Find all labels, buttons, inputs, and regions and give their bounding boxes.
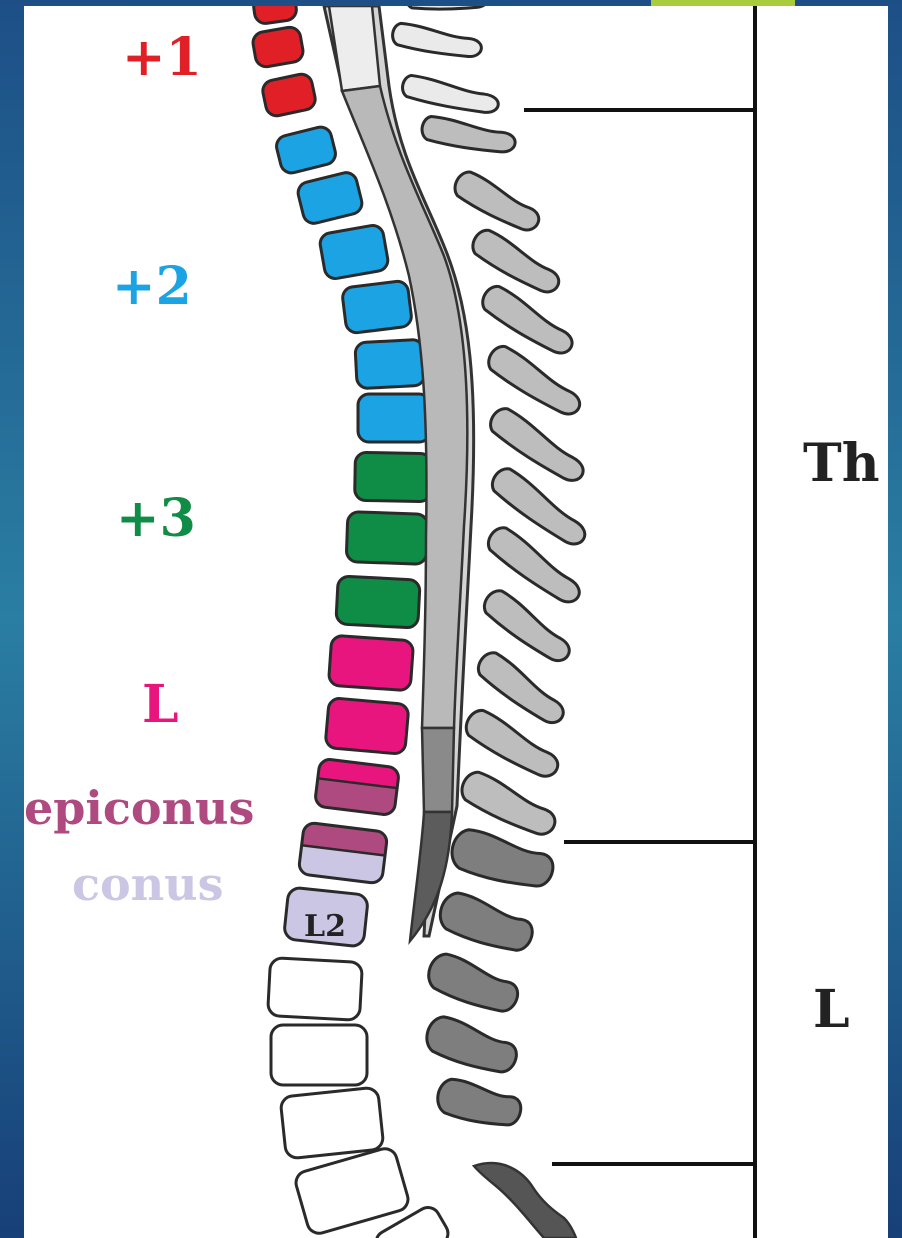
- spinous-process-6: [468, 226, 565, 299]
- spinous-process-7: [477, 282, 578, 360]
- label-conus: conus: [72, 861, 223, 907]
- vertebral-body-L3: [268, 958, 363, 1021]
- spinous-process-19: [422, 1013, 522, 1079]
- vertebral-body-magenta-1: [328, 635, 413, 691]
- vertebral-body-blue-3: [318, 224, 389, 280]
- spinous-process-2: [391, 22, 484, 61]
- vertebral-body-green-1: [355, 452, 432, 501]
- vertebral-body-blue-5: [355, 339, 425, 388]
- vertebral-bodies: [251, 6, 452, 1238]
- vertebral-body-green-2: [346, 512, 428, 565]
- sacrum: [474, 1163, 576, 1238]
- spinous-process-3: [400, 74, 500, 117]
- spinous-process-16: [447, 826, 557, 892]
- vertebral-body-L4: [271, 1025, 367, 1085]
- vertebral-body-red-2: [251, 26, 304, 69]
- region-bracket: [524, 6, 757, 1238]
- spinal-cord-cervical: [329, 6, 380, 91]
- label-epiconus: epiconus: [24, 785, 254, 831]
- vertebral-body-green-3: [336, 576, 420, 628]
- spinous-process-5: [450, 168, 545, 237]
- vertebral-body-magenta-2: [325, 698, 409, 755]
- vertebral-body-blue-4: [341, 280, 412, 334]
- spinous-process-1: [406, 6, 488, 9]
- label-plus1: +1: [122, 32, 202, 84]
- label-L2: L2: [304, 912, 346, 942]
- vertebral-body-blue-2: [296, 170, 364, 225]
- label-plus3: +3: [116, 493, 196, 545]
- label-plus2: +2: [112, 261, 192, 313]
- spinous-process-20: [434, 1077, 524, 1131]
- vertebral-body-L5: [280, 1087, 384, 1159]
- spinal-cord-epiconus: [422, 728, 454, 812]
- diagram-panel: +1 +2 +3 L epiconus conus L2 Th L: [24, 6, 888, 1238]
- vertebral-body-S1: [293, 1146, 411, 1236]
- label-lumbar-level: L: [142, 679, 179, 731]
- spine-diagram: [24, 6, 888, 1238]
- label-thoracic-region: Th: [803, 438, 880, 490]
- spinous-process-4: [420, 115, 517, 156]
- vertebral-body-conus: [298, 822, 388, 884]
- spinous-processes: [391, 6, 592, 1130]
- spinous-process-17: [435, 889, 538, 957]
- spinous-process-18: [423, 950, 523, 1018]
- vertebral-body-red-1: [252, 6, 297, 25]
- vertebral-body-red-3: [261, 72, 317, 118]
- vertebral-body-blue-6: [358, 394, 430, 442]
- vertebral-body-blue-1: [274, 125, 338, 175]
- label-lumbar-region: L: [813, 984, 850, 1036]
- vertebral-body-epiconus: [314, 758, 399, 815]
